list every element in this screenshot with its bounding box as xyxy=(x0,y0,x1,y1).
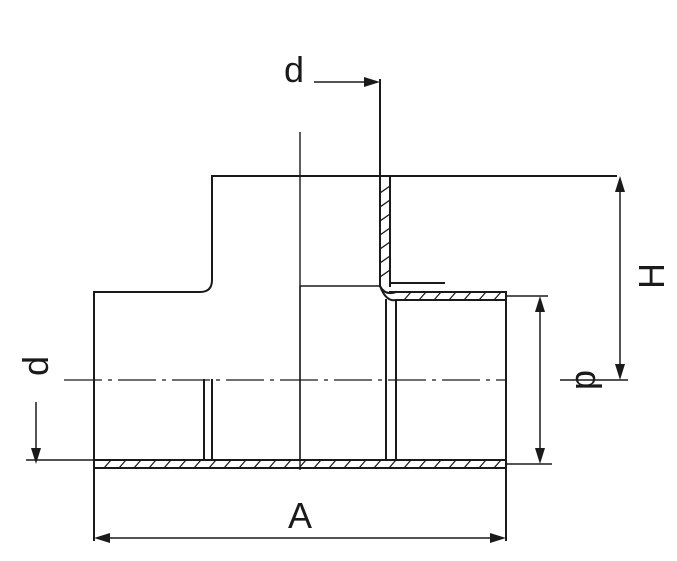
junction-fillet xyxy=(378,284,398,302)
hatch-stroke xyxy=(379,241,391,250)
dim-d-right-label: d xyxy=(568,370,609,390)
hatch-stroke xyxy=(268,459,277,469)
dim-d-left-arrow xyxy=(31,448,41,464)
hatch-stroke xyxy=(373,459,382,469)
branch-wall-hatching xyxy=(379,185,391,278)
hatch-stroke xyxy=(223,459,232,469)
hatch-stroke xyxy=(379,255,391,264)
bottom-wall-hatching xyxy=(103,459,502,469)
hatch-stroke xyxy=(433,459,442,469)
dim-d-top-arrow xyxy=(364,77,380,87)
hatch-stroke xyxy=(403,291,412,301)
dim-d-left-label: d xyxy=(15,356,56,376)
hatch-stroke xyxy=(379,213,391,222)
dim-d-top-label: d xyxy=(284,49,304,90)
dim-h-arrow-top xyxy=(615,176,625,192)
hatch-stroke xyxy=(478,459,487,469)
hatch-stroke xyxy=(379,227,391,236)
hatch-stroke xyxy=(379,185,391,194)
hatch-stroke xyxy=(448,291,457,301)
hatch-stroke xyxy=(193,459,202,469)
hatch-stroke xyxy=(388,459,397,469)
tee-outer-outline xyxy=(93,175,617,293)
hatch-stroke xyxy=(148,459,157,469)
hatch-stroke xyxy=(178,459,187,469)
hatch-stroke xyxy=(463,459,472,469)
hatch-stroke xyxy=(379,269,391,278)
hatch-stroke xyxy=(238,459,247,469)
hatch-stroke xyxy=(163,459,172,469)
hatch-stroke xyxy=(358,459,367,469)
run-top-wall-hatching xyxy=(403,291,502,301)
hatch-stroke xyxy=(433,291,442,301)
hatch-stroke xyxy=(418,291,427,301)
hatch-stroke xyxy=(463,291,472,301)
hatch-stroke xyxy=(379,199,391,208)
hatch-stroke xyxy=(493,291,502,301)
hatch-stroke xyxy=(283,459,292,469)
hatch-stroke xyxy=(448,459,457,469)
hatch-stroke xyxy=(328,459,337,469)
hatch-stroke xyxy=(133,459,142,469)
hatch-stroke xyxy=(418,459,427,469)
dim-d-right-arrow-bottom xyxy=(535,448,545,464)
hatch-stroke xyxy=(313,459,322,469)
dim-d-right-arrow-top xyxy=(535,296,545,312)
hatch-stroke xyxy=(493,459,502,469)
dim-h-arrow-bottom xyxy=(615,364,625,380)
dim-a-label: A xyxy=(288,495,312,536)
hatch-stroke xyxy=(208,459,217,469)
dim-a-arrow-right xyxy=(490,533,506,543)
hatch-stroke xyxy=(403,459,412,469)
hatch-stroke xyxy=(478,291,487,301)
hatch-stroke xyxy=(253,459,262,469)
dim-h-label: H xyxy=(631,263,672,289)
hatch-stroke xyxy=(343,459,352,469)
hatch-stroke xyxy=(103,459,112,469)
dim-a-arrow-left xyxy=(94,533,110,543)
hatch-stroke xyxy=(118,459,127,469)
